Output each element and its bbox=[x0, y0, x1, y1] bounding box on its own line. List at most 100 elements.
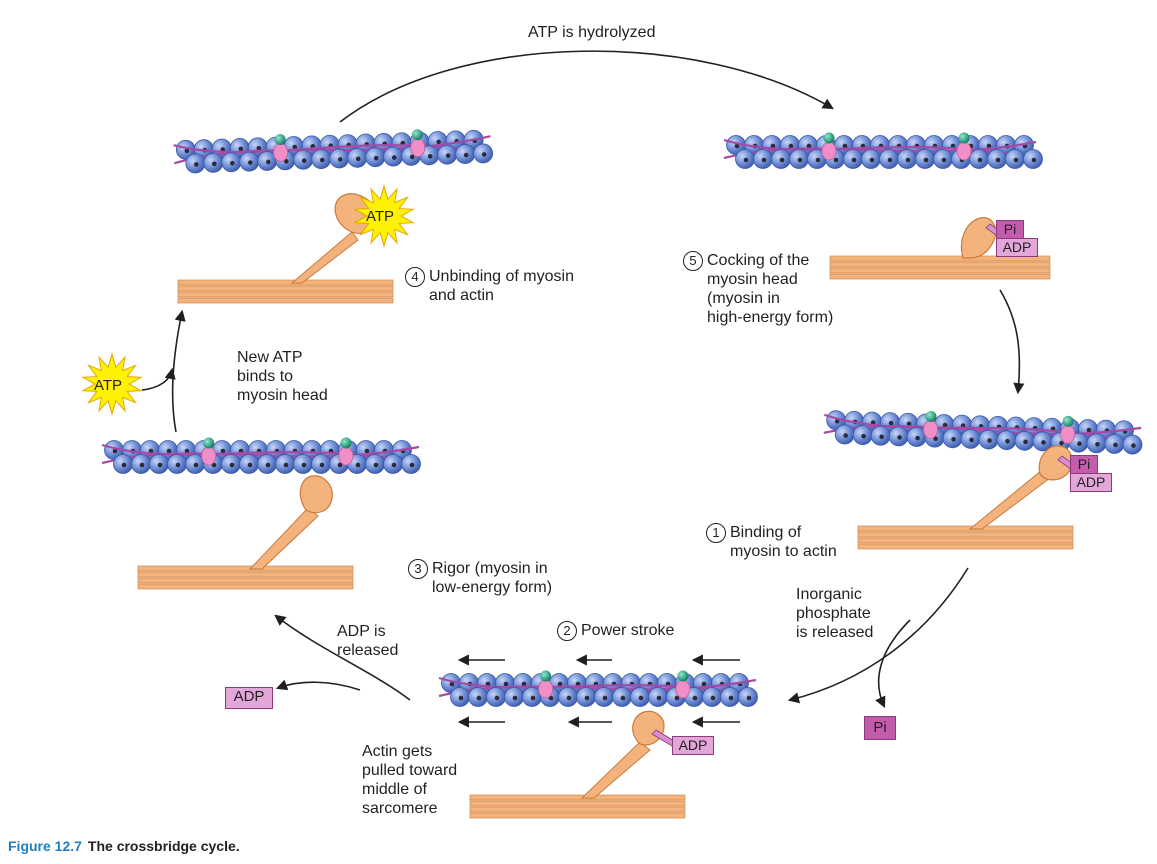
actin-bead-dot bbox=[1077, 441, 1082, 447]
actin-bead-dot bbox=[779, 157, 785, 163]
calcium-ion bbox=[823, 132, 835, 144]
actin-bead-dot bbox=[521, 681, 527, 687]
actin-bead-dot bbox=[701, 681, 707, 687]
actin-bead-dot bbox=[458, 695, 464, 701]
actin-bead-dot bbox=[212, 161, 217, 167]
troponin bbox=[1060, 424, 1076, 444]
actin-bead-dot bbox=[512, 695, 518, 701]
actin-bead-dot bbox=[373, 462, 379, 468]
actin-bead-dot bbox=[355, 156, 361, 162]
atp-star-label-top: ATP bbox=[366, 208, 395, 225]
actin-bead-dot bbox=[175, 462, 181, 468]
step-number: 3 bbox=[408, 559, 428, 579]
actin-bead-dot bbox=[194, 162, 199, 167]
arrow-cocking-to-binding bbox=[999, 289, 1025, 395]
thick-filament-strand bbox=[469, 812, 686, 819]
actin-filament-step3 bbox=[101, 437, 421, 474]
calcium-ion bbox=[411, 129, 423, 141]
actin-bead-dot bbox=[292, 144, 298, 150]
thick-filament-strand bbox=[829, 273, 1051, 280]
arrow-adp-out bbox=[275, 679, 361, 691]
arrow-atp-binds bbox=[141, 367, 176, 391]
actin-bead-dot bbox=[933, 436, 938, 441]
troponin bbox=[923, 420, 938, 439]
actin-bead-dot bbox=[139, 462, 145, 468]
thick-filament-strand bbox=[857, 537, 1074, 544]
thick-filament-strand bbox=[137, 565, 354, 572]
actin-bead-dot bbox=[436, 139, 442, 145]
figure-title: The crossbridge cycle. bbox=[87, 838, 240, 854]
actin-bead-dot bbox=[166, 448, 172, 454]
actin-bead-dot bbox=[674, 695, 680, 701]
actin-bead-dot bbox=[941, 157, 947, 163]
thick-filament-strand bbox=[137, 583, 354, 590]
adp-box-step1: ADP bbox=[1070, 473, 1112, 492]
arrow-adp-release bbox=[274, 614, 411, 701]
actin-filament-step5 bbox=[723, 132, 1043, 169]
myosin-neck-step1 bbox=[968, 469, 1051, 530]
arrow-phosphate-release bbox=[787, 567, 969, 704]
step-4-unbinding: 4 Unbinding of myosin and actin bbox=[405, 267, 574, 305]
actin-bead-dot bbox=[951, 437, 956, 442]
thick-filament-strand bbox=[469, 800, 686, 807]
actin-bead-dot bbox=[337, 462, 343, 468]
atp-hydrolyzed-label: ATP is hydrolyzed bbox=[528, 24, 656, 41]
thick-filament-strand bbox=[857, 531, 1074, 538]
actin-bead-dot bbox=[1059, 440, 1064, 446]
step-3-rigor: 3 Rigor (myosin in low-energy form) bbox=[408, 559, 552, 597]
actin-bead-dot bbox=[734, 143, 740, 149]
actin-bead-dot bbox=[1031, 157, 1037, 163]
troponin bbox=[201, 446, 217, 466]
actin-bead-dot bbox=[834, 418, 840, 424]
actin-bead-dot bbox=[229, 462, 235, 468]
thick-filament-step1 bbox=[857, 525, 1074, 550]
actin-bead-dot bbox=[265, 159, 271, 165]
figure-number: Figure 12.7 bbox=[8, 838, 82, 854]
actin-bead-dot bbox=[481, 152, 487, 157]
actin-bead-dot bbox=[449, 681, 455, 687]
thick-filament-step3 bbox=[137, 565, 354, 590]
troponin bbox=[338, 446, 354, 466]
cycle-arrows bbox=[141, 50, 1025, 709]
actin-bead-dot bbox=[870, 420, 876, 425]
step-text: Cocking of the myosin head (myosin in hi… bbox=[707, 252, 834, 326]
myosin-head-step3 bbox=[299, 475, 333, 514]
actin-bead-dot bbox=[485, 681, 491, 687]
actin-bead-dot bbox=[148, 448, 154, 454]
actin-bead-dot bbox=[942, 422, 948, 428]
actin-bead-dot bbox=[770, 143, 776, 149]
troponin bbox=[956, 141, 972, 161]
figure-caption: Figure 12.7 The crossbridge cycle. bbox=[8, 838, 240, 854]
thick-filament-strand bbox=[857, 543, 1074, 550]
atp-star-step4 bbox=[353, 184, 415, 248]
actin-bead-dot bbox=[1113, 442, 1118, 448]
arrow-atp-hydrolyzed bbox=[339, 50, 834, 123]
actin-bead-dot bbox=[602, 695, 608, 701]
adp-released-label: ADP is released bbox=[337, 623, 399, 659]
step-number: 5 bbox=[683, 251, 703, 271]
actin-bead-dot bbox=[548, 695, 554, 701]
atp-star-new bbox=[81, 352, 143, 416]
actin-bead-dot bbox=[987, 438, 992, 443]
actin-bead-dot bbox=[638, 695, 644, 701]
actin-bead-dot bbox=[906, 421, 912, 427]
actin-bead-dot bbox=[503, 681, 509, 687]
step-number: 4 bbox=[405, 267, 425, 287]
actin-bead-dot bbox=[788, 143, 794, 149]
actin-bead-dot bbox=[391, 462, 397, 468]
actin-bead-dot bbox=[301, 158, 307, 163]
myosin-molecules bbox=[137, 193, 1077, 819]
arrow-new-atp bbox=[171, 309, 186, 433]
actin-bead-dot bbox=[728, 695, 734, 701]
actin-bead-dot bbox=[584, 695, 590, 701]
actin-bead-dot bbox=[319, 157, 325, 163]
troponin bbox=[410, 138, 426, 158]
troponin bbox=[675, 679, 691, 699]
actin-bead-dot bbox=[995, 157, 1001, 163]
pi-box-step1: Pi bbox=[1070, 455, 1098, 475]
actin-bead-dot bbox=[969, 437, 974, 443]
actin-bead-dot bbox=[986, 143, 992, 149]
actin-bead-dot bbox=[409, 462, 415, 468]
